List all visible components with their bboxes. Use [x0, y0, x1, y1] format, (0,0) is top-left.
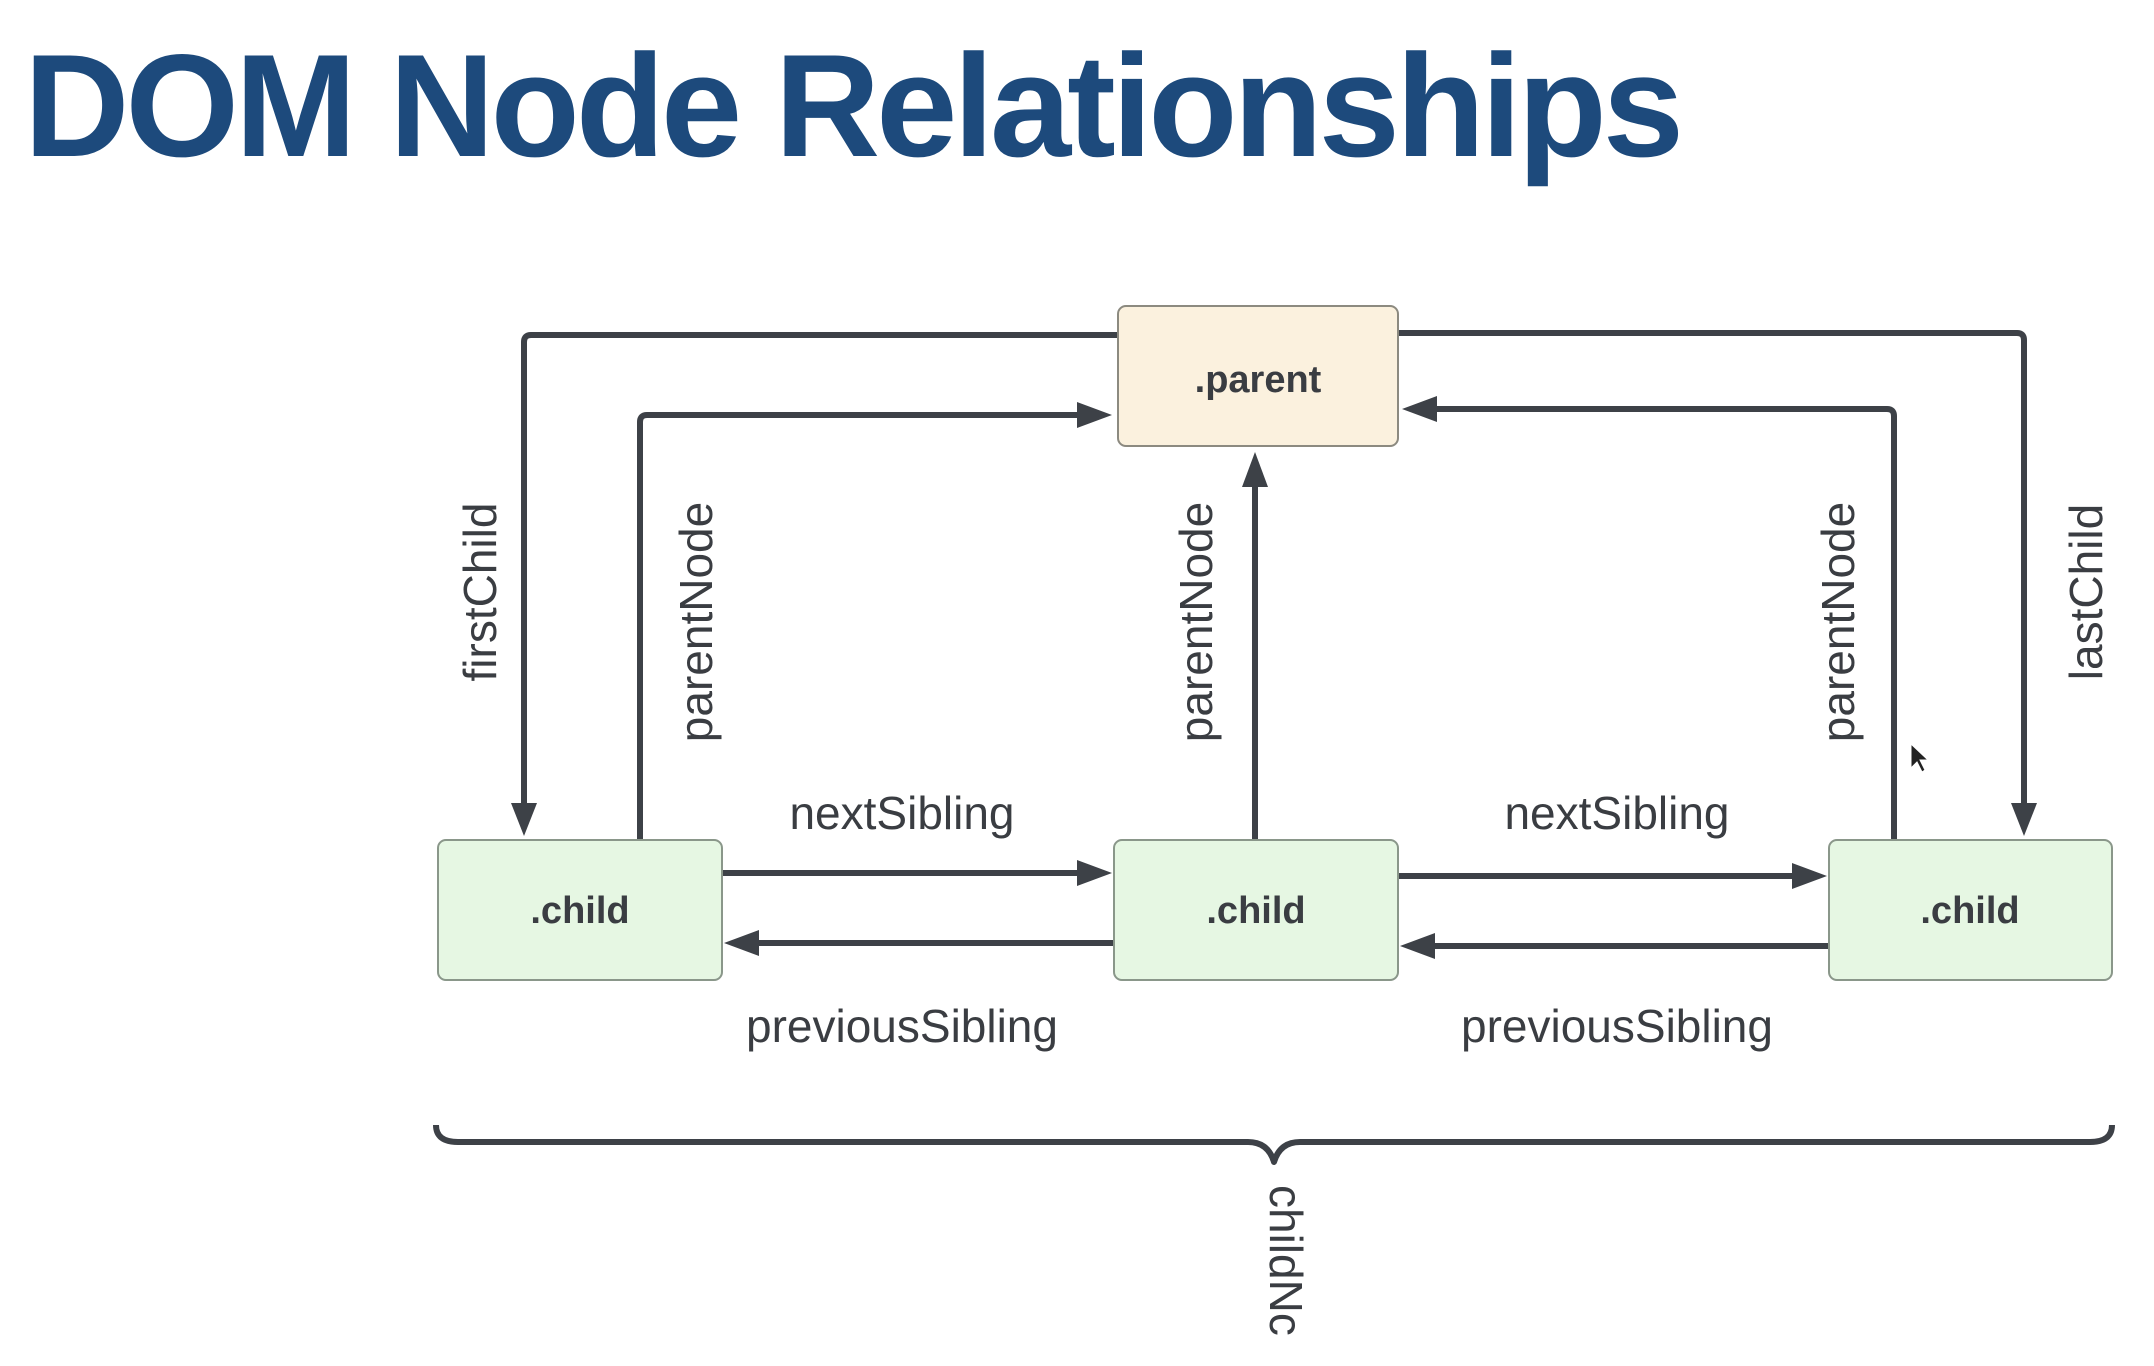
- last-child-arrowhead: [2011, 803, 2037, 836]
- next-sibling-arrowhead-2: [1792, 863, 1827, 889]
- last-child-arrow: [1398, 330, 2027, 806]
- child-nodes-label: childNc: [1260, 1185, 1312, 1336]
- first-child-arrow: [521, 332, 1118, 806]
- previous-sibling-label-1: previousSibling: [746, 1000, 1058, 1052]
- next-sibling-label-2: nextSibling: [1504, 787, 1729, 839]
- next-sibling-label-1: nextSibling: [789, 787, 1014, 839]
- child-nodes-brace: [433, 1124, 2115, 1165]
- first-child-label: firstChild: [454, 503, 506, 682]
- parent-node-arrow-1: [637, 412, 1080, 840]
- parent-node-arrow-3: [1434, 406, 1897, 840]
- child-node-1-label: .child: [530, 890, 629, 932]
- previous-sibling-label-2: previousSibling: [1461, 1000, 1773, 1052]
- parent-node-label-3: parentNode: [1812, 502, 1864, 742]
- edges: [433, 330, 2115, 1165]
- previous-sibling-arrowhead-1: [724, 930, 759, 956]
- previous-sibling-arrowhead-2: [1400, 933, 1435, 959]
- page-title: DOM Node Relationships: [24, 24, 1684, 187]
- parent-node-arrowhead-3: [1402, 396, 1437, 422]
- child-node-1: .child: [437, 839, 723, 981]
- parent-node-label: .parent: [1195, 359, 1322, 401]
- last-child-label: lastChild: [2060, 504, 2112, 680]
- child-node-3: .child: [1828, 839, 2113, 981]
- relationship-labels: firstChild parentNode parentNode parentN…: [454, 502, 2112, 1336]
- child-node-2: .child: [1113, 839, 1399, 981]
- mouse-cursor-icon: [1910, 742, 1930, 773]
- child-node-2-label: .child: [1206, 890, 1305, 932]
- parent-node: .parent: [1117, 305, 1399, 447]
- parent-node-arrowhead-2: [1242, 452, 1268, 487]
- parent-node-arrowhead-1: [1077, 402, 1112, 428]
- first-child-arrowhead: [511, 803, 537, 836]
- parent-node-label-1: parentNode: [670, 502, 722, 742]
- child-node-3-label: .child: [1920, 890, 2019, 932]
- next-sibling-arrowhead-1: [1077, 860, 1112, 886]
- parent-node-label-2: parentNode: [1170, 502, 1222, 742]
